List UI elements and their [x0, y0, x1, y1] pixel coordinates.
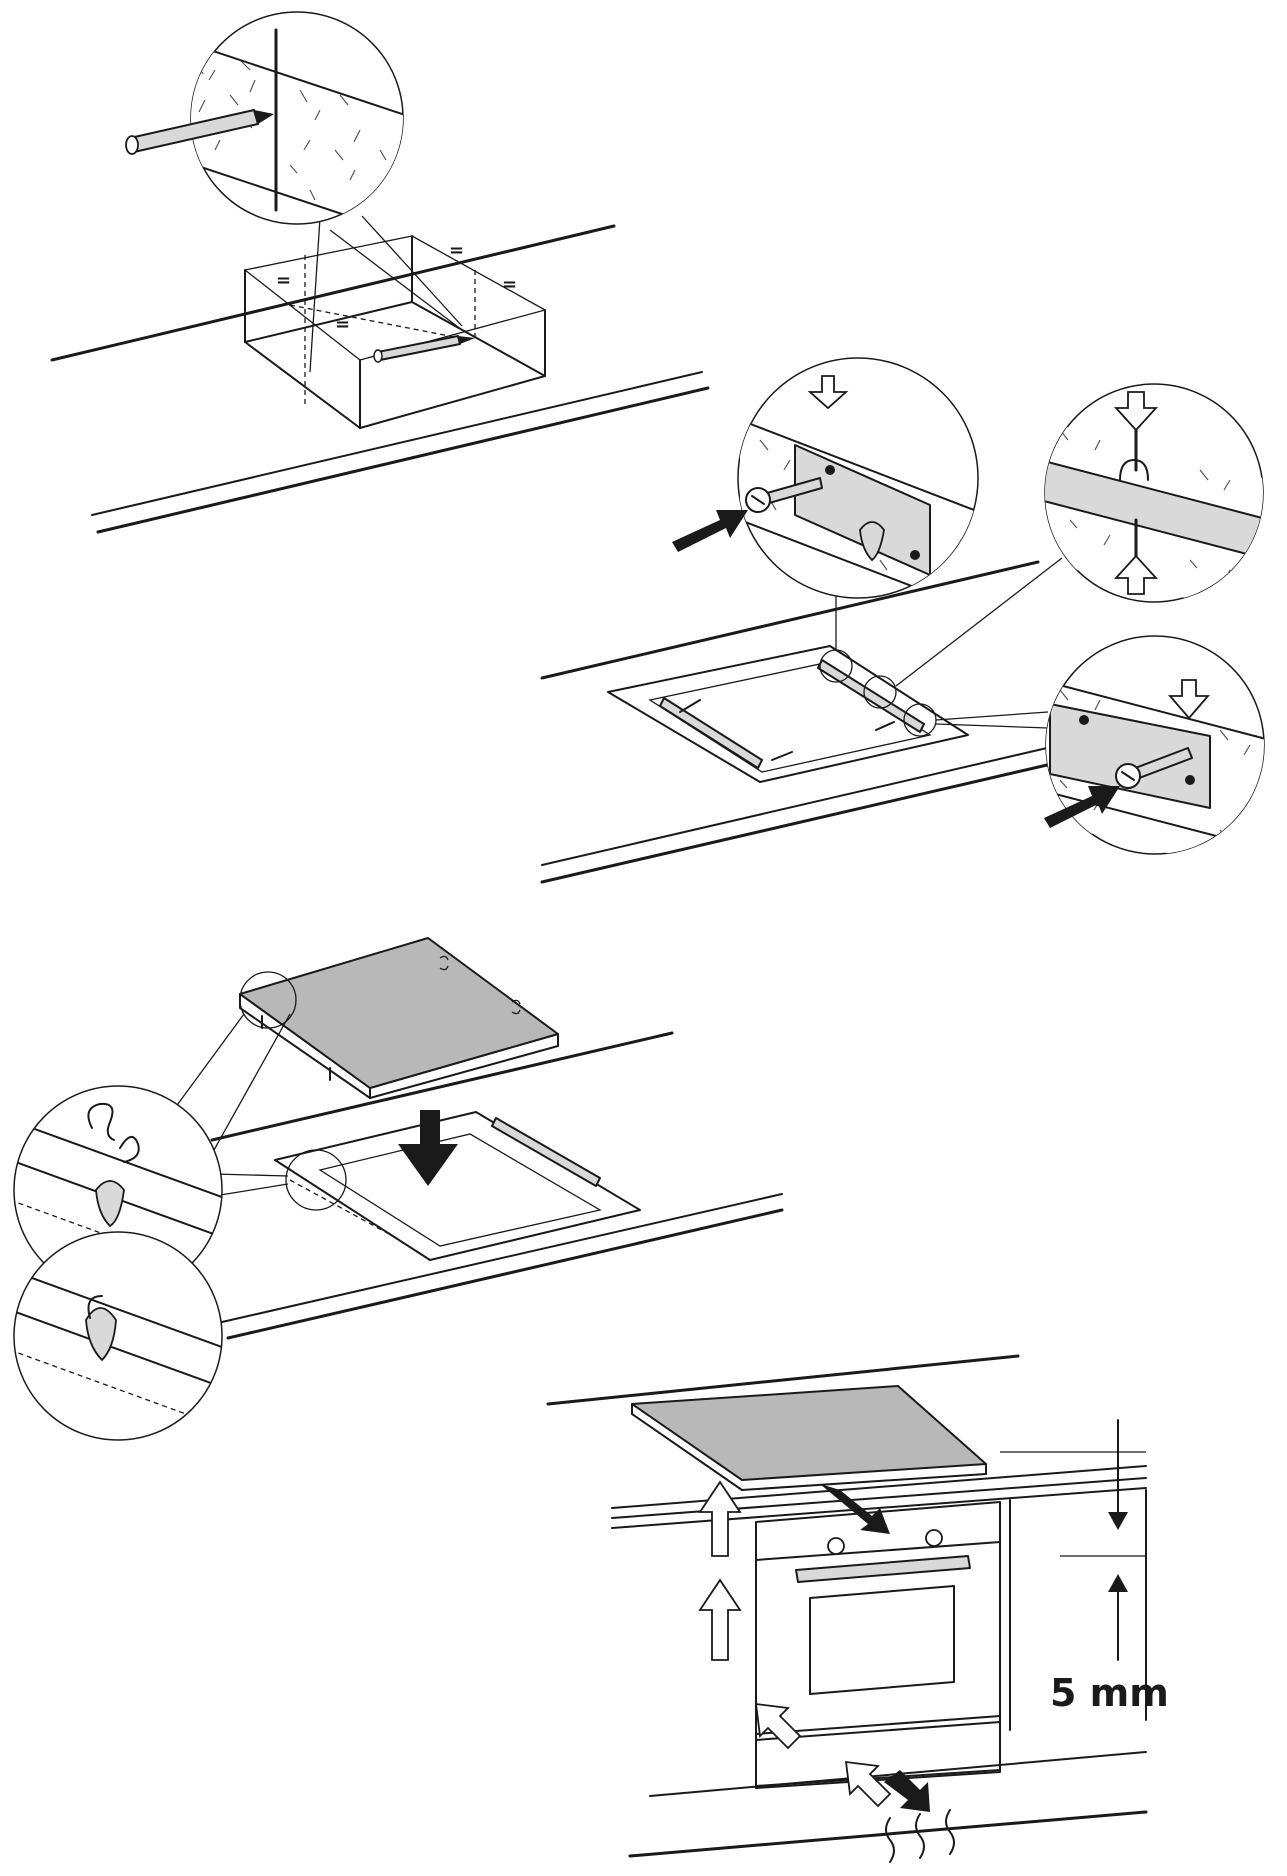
pencil-icon — [373, 335, 475, 363]
airflow-arrow-icon — [698, 1480, 742, 1557]
equal-mark: = — [449, 240, 464, 261]
arrow-push-icon — [1044, 786, 1120, 828]
step-3-inserting-hob — [13, 937, 784, 1441]
airflow-arrow-icon — [698, 1578, 742, 1661]
airflow-arrow-icon — [884, 1770, 930, 1812]
arrow-up-icon — [1113, 554, 1159, 595]
magnifier-spring-clip-2 — [13, 1231, 223, 1441]
airflow-arrow-icon — [844, 1760, 892, 1808]
dimension-label: 5 mm — [1050, 1671, 1169, 1715]
arrow-down-icon — [1168, 679, 1210, 720]
screw-icon — [1115, 747, 1193, 789]
equal-mark: = — [502, 274, 517, 295]
bracket — [659, 697, 763, 769]
magnifier-spring-clip — [13, 1085, 223, 1295]
equal-mark: = — [276, 270, 291, 291]
magnifier-screw-bracket-2 — [1044, 635, 1265, 855]
oven — [755, 1501, 1001, 1789]
step-4-ventilation: 5 mm — [546, 1354, 1169, 1863]
arrow-down-icon — [807, 375, 849, 410]
magnifier-screw-bracket — [672, 357, 979, 599]
pencil-icon — [125, 109, 274, 155]
magnifier-pencil-mark — [125, 11, 404, 225]
equal-mark: = — [335, 314, 350, 335]
step-1-marking-cutout: = = = = — [50, 11, 710, 534]
arrow-down-icon — [1113, 391, 1159, 432]
magnifier-bracket-edge — [1044, 383, 1264, 603]
airflow-arrow-icon — [820, 1484, 890, 1534]
step-2-fixing-brackets — [540, 357, 1265, 884]
arrow-down-icon — [398, 1110, 458, 1186]
airflow-arrow-icon — [754, 1702, 802, 1750]
screw-icon — [745, 477, 823, 513]
heat-waves-icon — [885, 1809, 955, 1863]
bracket — [491, 1117, 601, 1187]
arrow-push-icon — [672, 510, 748, 552]
hob-glass-panel — [631, 1385, 987, 1491]
